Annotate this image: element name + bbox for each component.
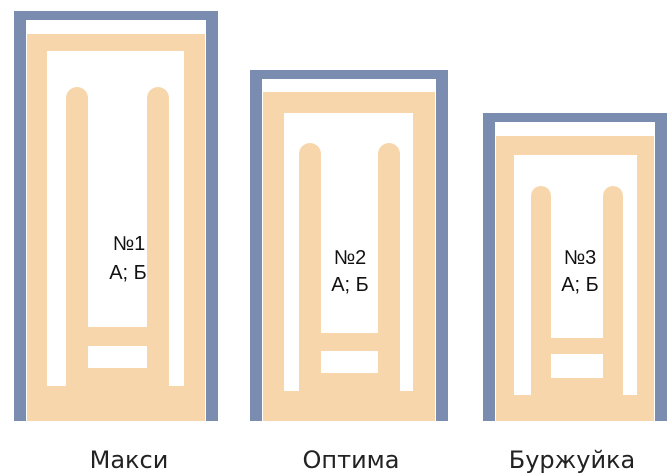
door-3-types: А; Б <box>561 274 599 296</box>
door-1-number: №1 <box>113 233 146 255</box>
door-3-frame-top <box>483 113 667 122</box>
door-3-right-rail <box>603 186 623 395</box>
door-model-1[interactable]: №1 А; Б Макси <box>14 11 218 474</box>
door-1-crossbar-upper <box>88 327 147 346</box>
door-2-crossbar-upper <box>321 333 378 351</box>
door-1-frame-left <box>14 11 26 421</box>
door-1-right-rail <box>147 87 169 386</box>
door-3-left-rail <box>531 186 551 395</box>
door-2-types: А; Б <box>331 274 369 296</box>
door-1-types: А; Б <box>109 262 147 284</box>
door-1-frame-top <box>14 11 218 20</box>
door-2-right-rail <box>378 143 400 391</box>
door-2-frame-right <box>436 70 448 421</box>
door-1-name: Макси <box>90 446 169 474</box>
door-2-left-rail <box>299 143 321 391</box>
door-model-2[interactable]: №2 А; Б Оптима <box>250 70 448 474</box>
door-2-number: №2 <box>334 247 367 269</box>
door-1-left-rail <box>66 87 88 386</box>
door-3-frame-left <box>483 113 495 421</box>
door-2-name: Оптима <box>303 446 400 474</box>
door-1-frame-right <box>206 11 218 421</box>
door-1-crossbar-lower <box>88 368 147 386</box>
door-3-name: Буржуйка <box>509 446 636 474</box>
door-3-number: №3 <box>564 247 597 269</box>
door-3-crossbar-lower <box>551 378 603 395</box>
door-model-3[interactable]: №3 А; Б Буржуйка <box>483 113 667 474</box>
door-2-frame-top <box>250 70 448 79</box>
door-2-frame-left <box>250 70 262 421</box>
door-3-crossbar-upper <box>551 338 603 354</box>
door-2-crossbar-lower <box>321 373 378 391</box>
door-3-frame-right <box>655 113 667 421</box>
